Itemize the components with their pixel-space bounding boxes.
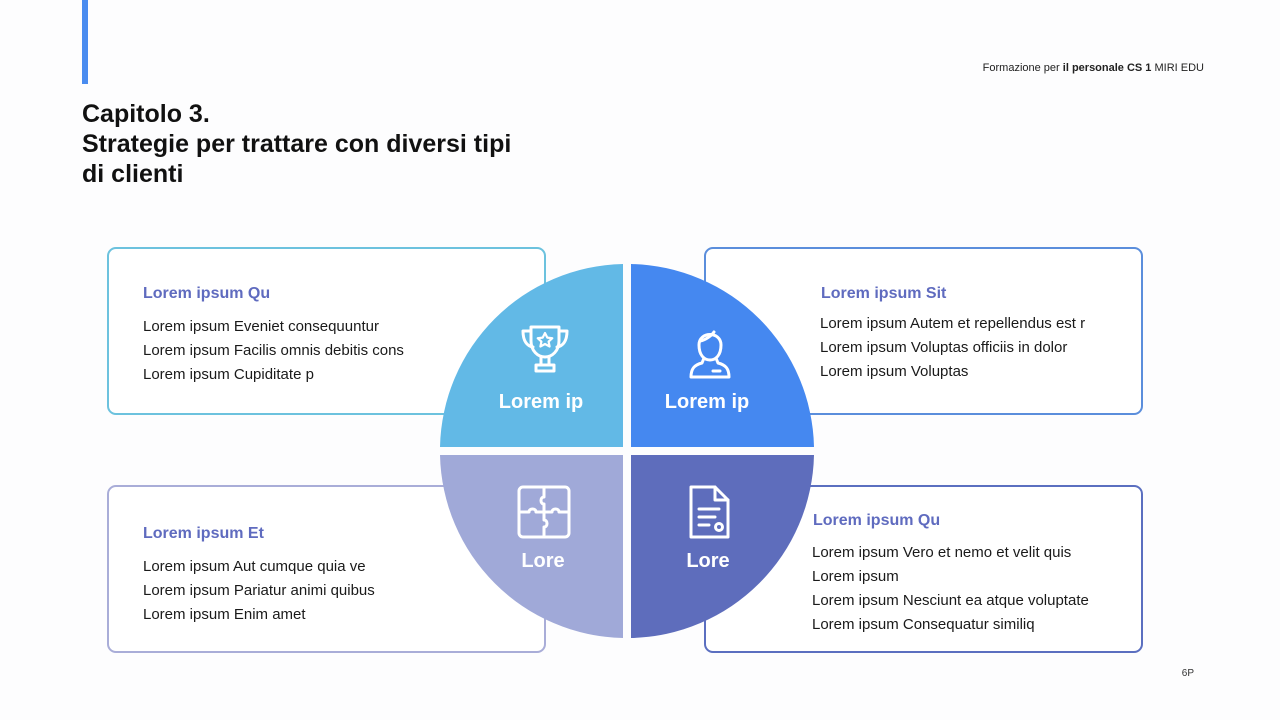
accent-bar bbox=[82, 0, 88, 84]
info-box-line: Lorem ipsum Voluptas officiis in dolor bbox=[820, 339, 1068, 356]
quadrant-label-top-right: Lorem ip bbox=[664, 391, 750, 413]
page-title: Capitolo 3. Strategie per trattare con d… bbox=[82, 99, 602, 189]
info-box-title: Lorem ipsum Qu bbox=[813, 512, 941, 529]
info-box-line: Lorem ipsum Eveniet consequuntur bbox=[143, 318, 379, 335]
quadrant-circle-svg bbox=[440, 264, 814, 638]
info-box-title: Lorem ipsum Et bbox=[143, 525, 264, 542]
header-subtitle-suffix: MIRI EDU bbox=[1154, 62, 1205, 74]
info-box-lines: Lorem ipsum Vero et nemo et velit quis L… bbox=[812, 541, 1089, 637]
info-box-line: Lorem ipsum Vero et nemo et velit quis bbox=[812, 544, 1072, 561]
info-box-line: Lorem ipsum Cupiditate p bbox=[143, 366, 314, 383]
puzzle-icon bbox=[514, 482, 574, 542]
info-box-lines: Lorem ipsum Aut cumque quia ve Lorem ips… bbox=[143, 555, 375, 627]
info-box-line: Lorem ipsum Enim amet bbox=[143, 606, 306, 623]
page-title-line-2: Strategie per trattare con diversi tipi bbox=[82, 130, 512, 158]
person-icon bbox=[680, 321, 740, 381]
page-title-line-3: di clienti bbox=[82, 160, 184, 188]
page-title-line-1: Capitolo 3. bbox=[82, 100, 210, 128]
info-box-line: Lorem ipsum Autem et repellendus est r bbox=[820, 315, 1086, 332]
info-box-lines: Lorem ipsum Eveniet consequuntur Lorem i… bbox=[143, 315, 404, 387]
info-box-line: Lorem ipsum Aut cumque quia ve bbox=[143, 558, 366, 575]
info-box-line: Lorem ipsum bbox=[812, 568, 899, 585]
info-box-title: Lorem ipsum Qu bbox=[143, 285, 271, 302]
quadrant-top-left bbox=[440, 264, 623, 447]
info-box-line: Lorem ipsum Nesciunt ea atque voluptate bbox=[812, 592, 1089, 609]
quadrant-circle: Lorem ip Lorem ip Lore Lore bbox=[440, 264, 814, 638]
quadrant-top-right bbox=[631, 264, 814, 447]
info-box-line: Lorem ipsum Facilis omnis debitis cons bbox=[143, 342, 404, 359]
quadrant-label-bottom-left: Lore bbox=[521, 550, 565, 572]
header-subtitle: Formazione per il personale CS 1 MIRI ED… bbox=[983, 62, 1204, 74]
info-box-line: Lorem ipsum Voluptas bbox=[820, 363, 969, 380]
info-box-top-left: Lorem ipsum Qu Lorem ipsum Eveniet conse… bbox=[107, 247, 546, 415]
trophy-icon bbox=[515, 321, 575, 381]
header-subtitle-bold: il personale CS 1 bbox=[1062, 62, 1152, 74]
quadrant-bottom-right bbox=[631, 455, 814, 638]
quadrant-bottom-left bbox=[440, 455, 623, 638]
info-box-lines: Lorem ipsum Autem et repellendus est r L… bbox=[820, 312, 1085, 384]
page-number: 6P bbox=[1181, 668, 1194, 679]
info-box-line: Lorem ipsum Consequatur similiq bbox=[812, 616, 1035, 633]
info-box-title: Lorem ipsum Sit bbox=[821, 285, 947, 302]
info-box-line: Lorem ipsum Pariatur animi quibus bbox=[143, 582, 375, 599]
quadrant-label-top-left: Lorem ip bbox=[498, 391, 584, 413]
document-icon bbox=[679, 482, 739, 542]
header-subtitle-prefix: Formazione per bbox=[982, 62, 1060, 74]
quadrant-label-bottom-right: Lore bbox=[686, 550, 730, 572]
